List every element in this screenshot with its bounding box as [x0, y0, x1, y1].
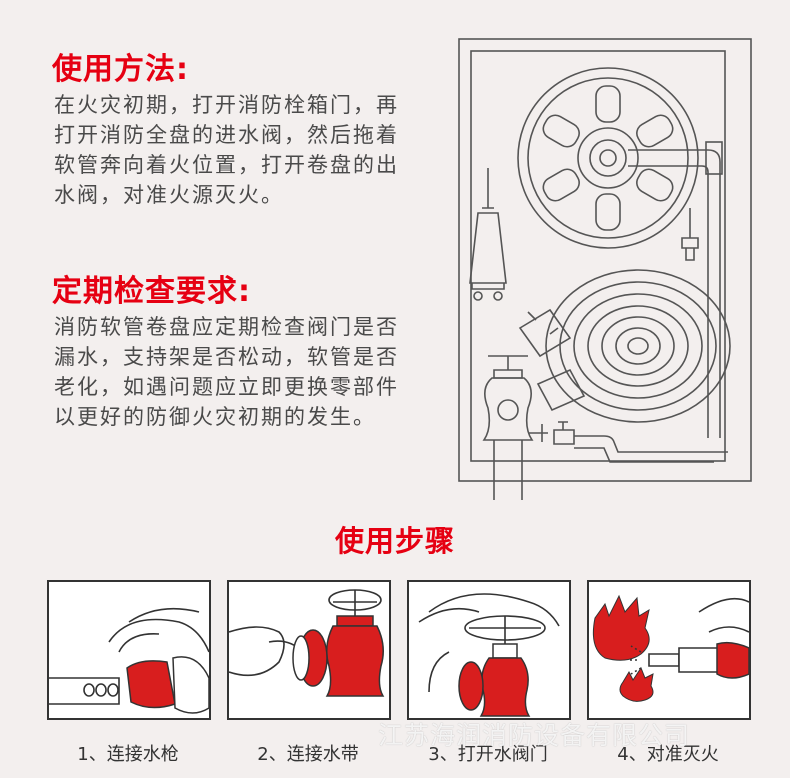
step-panel-1 [47, 580, 211, 720]
usage-line: 水阀，对准火源灭火。 [54, 183, 284, 207]
inspection-line: 以更好的防御火灾初期的发生。 [54, 405, 376, 429]
nozzle-connect-icon [49, 607, 209, 714]
usage-line: 打开消防全盘的进水阀，然后拖着 [54, 123, 399, 147]
hose-reel-cabinet-diagram [458, 38, 752, 500]
valve-open-icon [418, 593, 560, 717]
inspection-text: 消防软管卷盘应定期检查阀门是否 漏水，支持架是否松动，软管是否 老化，如遇问题应… [54, 312, 404, 432]
step-caption-3: 3、打开水阀门 [428, 744, 548, 765]
step-panel-4 [587, 580, 751, 720]
usage-heading: 使用方法: [52, 52, 189, 87]
inspection-line: 漏水，支持架是否松动，软管是否 [54, 345, 399, 369]
usage-text: 在火灾初期，打开消防栓箱门，再 打开消防全盘的进水阀，然后拖着 软管奔向着火位置… [54, 90, 404, 210]
fire-extinguish-icon [592, 594, 749, 702]
step-panel-2 [227, 580, 391, 720]
inspection-heading: 定期检查要求: [52, 274, 251, 309]
step-panel-3 [407, 580, 571, 720]
hose-connect-icon [229, 589, 385, 697]
steps-heading: 使用步骤 [334, 524, 455, 558]
step-caption-1: 1、连接水枪 [77, 744, 179, 765]
usage-line: 软管奔向着火位置，打开卷盘的出 [54, 153, 399, 177]
inspection-line: 消防软管卷盘应定期检查阀门是否 [54, 315, 399, 339]
step-caption-4: 4、对准灭火 [617, 744, 719, 765]
step-caption-2: 2、连接水带 [257, 744, 359, 765]
inspection-line: 老化，如遇问题应立即更换零部件 [54, 375, 399, 399]
usage-line: 在火灾初期，打开消防栓箱门，再 [54, 93, 399, 117]
company-watermark: 江苏海润消防设备有限公司 [378, 721, 691, 750]
